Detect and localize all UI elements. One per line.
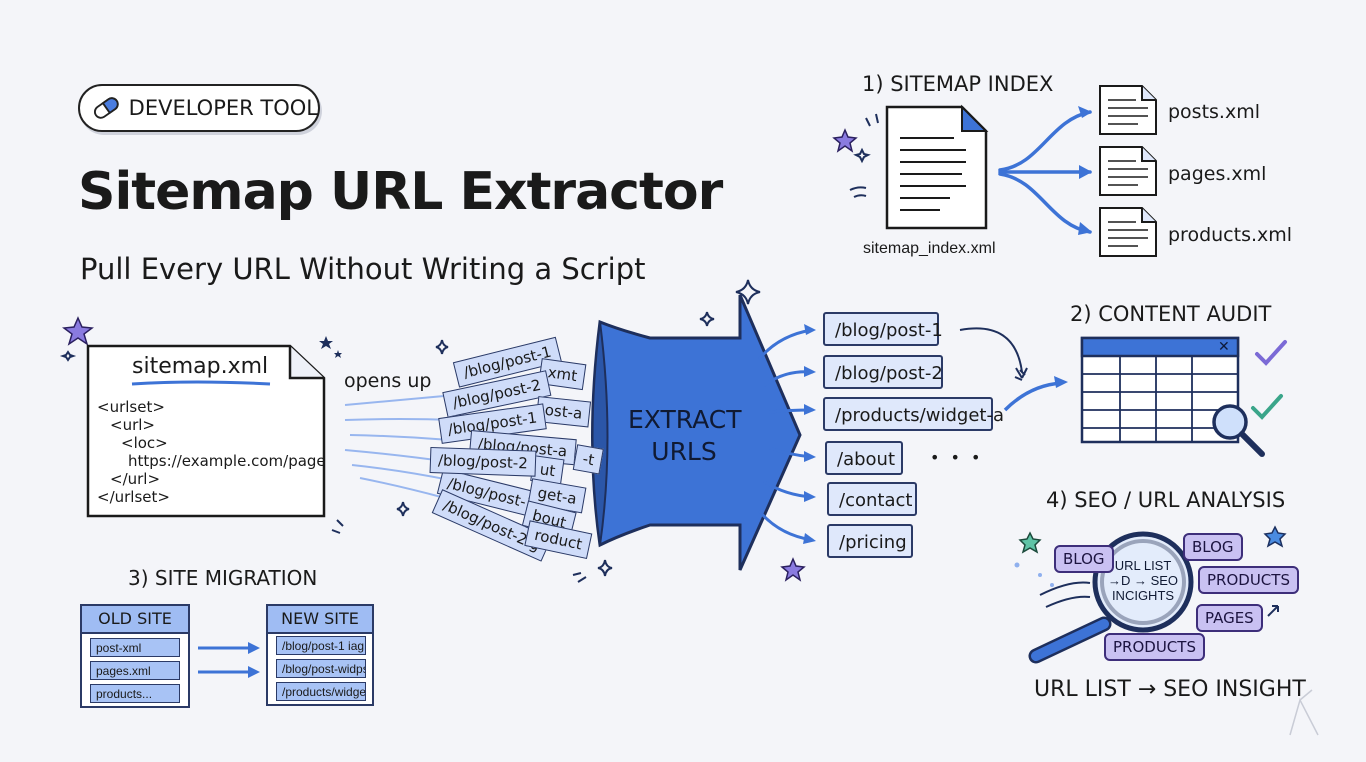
seo-tag: PRODUCTS (1198, 566, 1299, 594)
page-subtitle: Pull Every URL Without Writing a Script (80, 252, 646, 286)
new-site-title: NEW SITE (268, 606, 372, 634)
content-audit-heading: 2) CONTENT AUDIT (1070, 302, 1272, 326)
close-icon: ✕ (1218, 338, 1230, 354)
sparkle-icon (59, 147, 871, 577)
arrowheads (1078, 106, 1092, 235)
seo-heading: 4) SEO / URL ANALYSIS (1046, 488, 1286, 512)
curved-arrow (959, 327, 1023, 373)
spreadsheet-icon (1080, 336, 1240, 444)
sitemap-filename: sitemap.xml (132, 354, 269, 379)
child-sitemap-name: posts.xml (1168, 101, 1261, 123)
xml-file-icon (1099, 207, 1157, 257)
more-ellipsis: • • • (930, 448, 984, 467)
seo-tag: BLOG (1054, 545, 1114, 573)
xml-file-icon (1099, 146, 1157, 196)
sitemap-index-document-icon (885, 104, 989, 230)
url-strip: -t (572, 444, 605, 475)
url-strip: /blog/post-2 (429, 447, 537, 477)
code-line: https://example.com/page (128, 452, 326, 470)
magnifier-icon (1212, 404, 1265, 457)
seo-tag: BLOG (1183, 533, 1243, 561)
code-line: <url> (110, 416, 155, 434)
star-icon (780, 557, 806, 582)
lens-text: URL LIST →D → SEO INCIGHTS (1104, 558, 1182, 603)
old-site-row: pages.xml (90, 661, 180, 680)
motion-marks (331, 113, 1026, 583)
lens-text-line: URL LIST (1114, 558, 1172, 573)
child-sitemap-name: pages.xml (1168, 163, 1267, 185)
watermark-icon (1289, 689, 1319, 736)
funnel-label-line: EXTRACT (628, 405, 742, 434)
seo-magnifier-icon (1028, 531, 1194, 664)
child-sitemap-name: products.xml (1168, 224, 1293, 246)
extract-funnel (591, 294, 802, 571)
url-item: /blog/post-1 (823, 312, 943, 346)
code-line: </urlset> (97, 488, 170, 506)
xml-file-icon (1099, 85, 1157, 135)
old-site-row: products... (90, 684, 180, 703)
lens-text-line: INCIGHTS (1111, 588, 1175, 603)
arrowheads (803, 324, 816, 544)
star-icon (62, 316, 94, 346)
url-item: /contact (827, 482, 917, 516)
code-line: </url> (110, 470, 161, 488)
new-site-row: /products/widget (276, 682, 366, 701)
opens-up-label: opens up (344, 370, 432, 392)
star-icon (1018, 531, 1042, 554)
seo-tag: PRODUCTS (1104, 633, 1205, 661)
star-icon (832, 128, 858, 153)
star-icon (319, 336, 342, 358)
dots (1014, 562, 1054, 587)
lens-text-line: →D → SEO (1107, 573, 1179, 588)
page-title: Sitemap URL Extractor (78, 162, 723, 222)
old-site-row: post-xml (90, 638, 180, 657)
new-site-panel: NEW SITE /blog/post-1 iag /blog/post-wid… (266, 604, 374, 706)
star-icon (1263, 525, 1287, 548)
sitemap-document (86, 344, 326, 518)
site-migration-heading: 3) SITE MIGRATION (128, 566, 318, 590)
funnel-label-line: URLS (651, 437, 717, 466)
seo-tag: PAGES (1196, 604, 1263, 632)
old-site-panel: OLD SITE post-xml pages.xml products... (80, 604, 190, 708)
migration-arrows (198, 646, 252, 674)
code-line: <urlset> (97, 398, 165, 416)
checkmark-icon (1255, 340, 1287, 366)
url-item: /products/widget-a (823, 397, 1004, 431)
url-item: /about (825, 441, 903, 475)
seo-footer: URL LIST → SEO INSIGHT (1034, 677, 1306, 702)
url-item: /pricing (827, 524, 913, 558)
sitemap-index-heading: 1) SITEMAP INDEX (862, 72, 1054, 96)
badge-label: DEVELOPER TOOL (128, 96, 318, 120)
checkmark-icon (1251, 394, 1283, 420)
old-site-title: OLD SITE (82, 606, 188, 634)
sitemap-index-filename: sitemap_index.xml (863, 240, 996, 257)
new-site-row: /blog/post-widps (276, 659, 366, 678)
seo-motion-lines (1039, 581, 1279, 617)
new-site-row: /blog/post-1 iag (276, 636, 366, 655)
pill-icon (93, 97, 119, 119)
branch-arrows (998, 110, 1092, 234)
funnel-label: EXTRACT URLS (628, 404, 742, 468)
developer-tool-badge: DEVELOPER TOOL (78, 84, 320, 132)
url-item: /blog/post-2 (823, 355, 943, 389)
audit-arrow (1003, 381, 1063, 412)
code-line: <loc> (121, 434, 168, 452)
